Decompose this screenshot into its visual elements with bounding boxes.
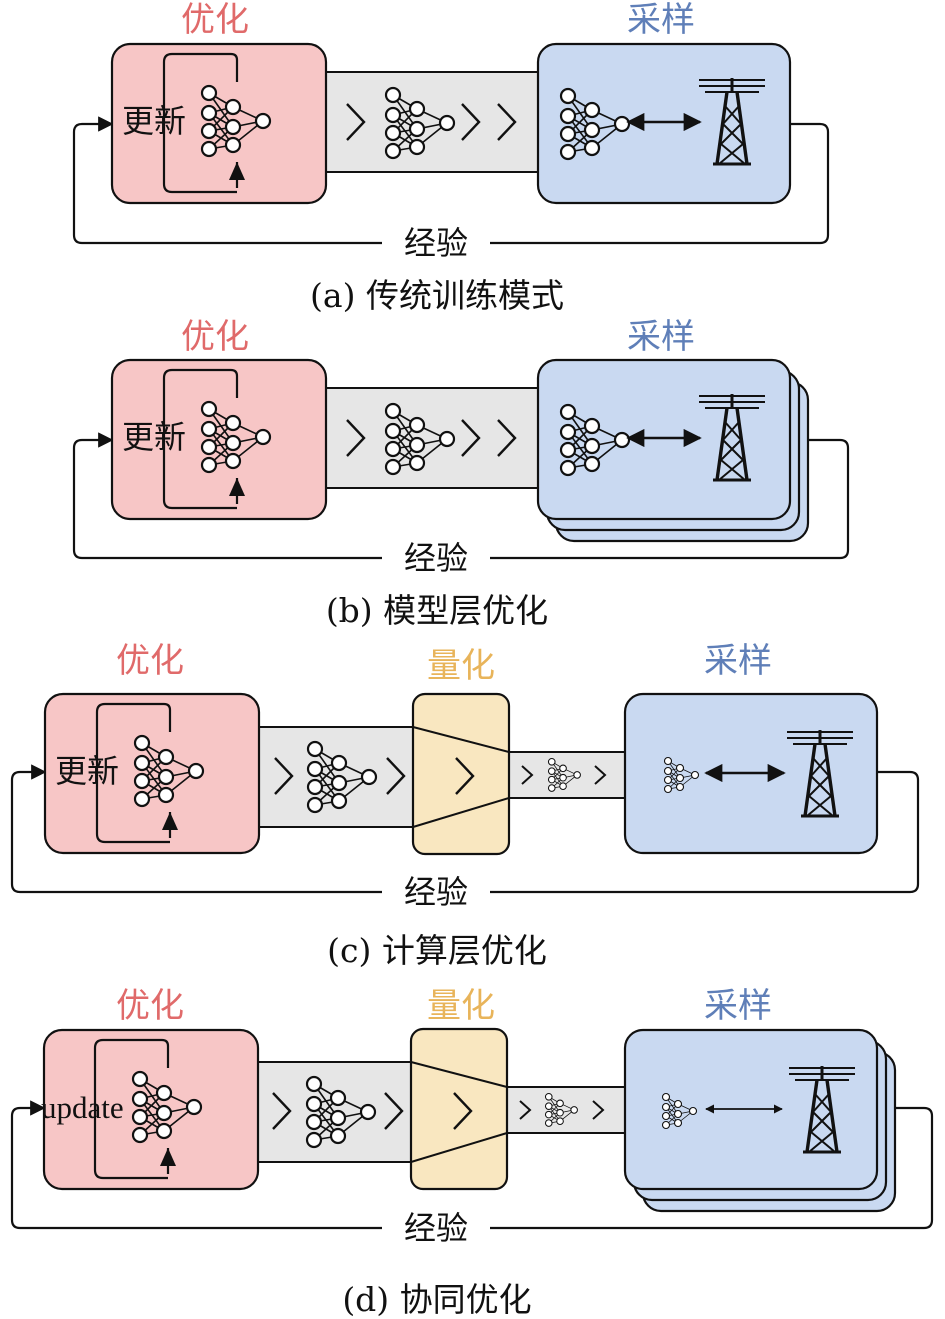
optimize-label: 优化 [181, 0, 249, 40]
sampling-box [536, 358, 792, 521]
panel-a: 优化 采样 经验 更新 (a) 传统训练模式 [72, 0, 830, 315]
update-arrow-icon [229, 162, 245, 180]
quantize-taper [412, 797, 510, 828]
experience-label: 经验 [404, 539, 468, 577]
chevron-icon [386, 757, 406, 795]
update-arrow-icon [162, 812, 178, 830]
chevron-icon [497, 419, 517, 457]
update-label: update [41, 1090, 124, 1125]
quantize-box [411, 692, 511, 856]
quantize-taper [412, 726, 510, 753]
chevron-icon [519, 1100, 532, 1120]
quantize-taper [410, 1132, 508, 1163]
chevron-icon [384, 1092, 404, 1130]
update-label: 更新 [122, 418, 186, 456]
experience-loop [72, 124, 830, 245]
quantize-label: 量化 [427, 986, 495, 1026]
experience-loop [10, 1108, 934, 1230]
quantize-taper [410, 1061, 508, 1088]
optimize-box [42, 1028, 260, 1191]
quantize-label: 量化 [427, 646, 495, 686]
panel-d: 优化 量化 采样 经验 update (d) 协同优化 [10, 986, 934, 1319]
experience-label: 经验 [404, 1209, 468, 1247]
caption: (b) 模型层优化 [326, 591, 548, 630]
sampling-label: 采样 [627, 0, 695, 40]
caption: (a) 传统训练模式 [310, 276, 564, 315]
sampling-box [536, 42, 792, 205]
quantized-model-pipe [508, 751, 628, 799]
caption: (c) 计算层优化 [327, 931, 547, 970]
chevron-icon [346, 419, 366, 457]
quantized-model-pipe [506, 1086, 626, 1134]
model-pipe [324, 71, 542, 173]
panel-b: 优化 采样 经验 更新 (b) 模型层优化 [72, 317, 850, 630]
experience-label: 经验 [404, 224, 468, 262]
caption: (d) 协同优化 [342, 1280, 531, 1319]
chevron-icon [521, 765, 534, 785]
optimize-label: 优化 [116, 641, 184, 681]
experience-loop [72, 440, 850, 560]
panel-c: 优化 量化 采样 经验 更新 (c) 计算层优化 [10, 641, 920, 970]
quantize-box [409, 1027, 509, 1191]
chevron-icon [461, 419, 481, 457]
sampling-label: 采样 [704, 986, 772, 1026]
chevron-icon [592, 1100, 605, 1120]
chevron-icon [272, 1092, 292, 1130]
update-label: 更新 [55, 752, 119, 790]
update-arrow-icon [160, 1148, 176, 1166]
model-pipe [324, 387, 542, 489]
chevron-icon [594, 765, 607, 785]
chevron-icon [346, 103, 366, 141]
chevron-icon [461, 103, 481, 141]
update-label: 更新 [122, 102, 186, 140]
experience-loop [10, 772, 920, 894]
experience-label: 经验 [404, 873, 468, 911]
update-arrow-icon [229, 478, 245, 496]
sampling-label: 采样 [627, 317, 695, 357]
optimize-box [110, 358, 328, 521]
optimize-box [43, 692, 261, 855]
optimize-label: 优化 [181, 317, 249, 357]
sampling-label: 采样 [704, 641, 772, 681]
optimize-box [110, 42, 328, 205]
chevron-icon [453, 1092, 473, 1130]
chevron-icon [455, 757, 475, 795]
chevron-icon [497, 103, 517, 141]
chevron-icon [274, 757, 294, 795]
optimize-label: 优化 [116, 986, 184, 1026]
